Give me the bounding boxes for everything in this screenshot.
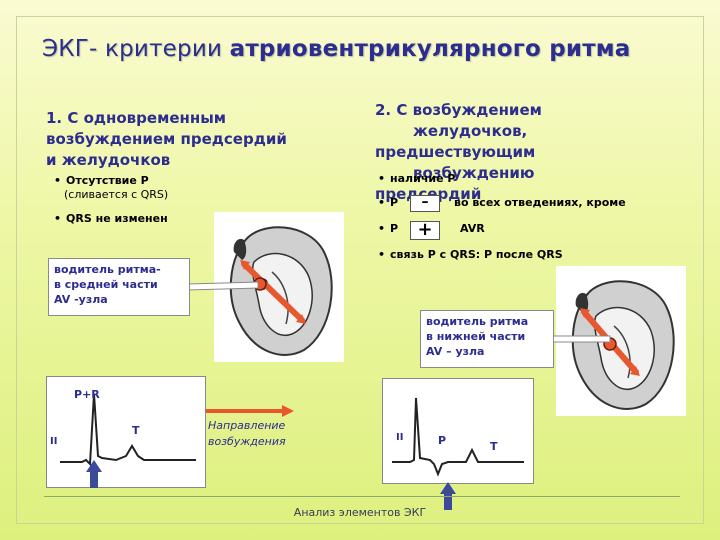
direction-arrow: [206, 405, 294, 417]
bullet-text: наличие P: [390, 172, 456, 185]
bullet-3-tail: AVR: [460, 222, 485, 235]
left-heading: 1. С одновременным возбуждением предсерд…: [46, 108, 346, 171]
ecg-label-t: T: [132, 424, 140, 437]
pointer-line-left: [187, 281, 259, 291]
bullet-text: связь P с QRS: P после QRS: [390, 248, 563, 261]
minus-sign-box: –: [410, 195, 440, 212]
ecg-pointer-left: [86, 460, 102, 488]
pacemaker-line: в нижней части: [426, 330, 526, 343]
right-heading: 2. С возбуждением желудочков, предшеству…: [375, 100, 575, 205]
left-heading-line: возбуждением предсердий: [46, 130, 287, 148]
pacemaker-line: водитель ритма-: [54, 263, 161, 276]
right-heading-line: желудочков,: [413, 122, 528, 140]
bullet-subtext: (сливается с QRS): [64, 188, 169, 201]
left-bullet-2: • QRS не изменен: [54, 212, 168, 225]
right-bullet-4: • связь P с QRS: P после QRS: [378, 248, 563, 261]
right-heading-line: возбуждению: [413, 164, 535, 182]
bullet-dot: •: [378, 222, 386, 235]
slide-footer: Анализ элементов ЭКГ: [293, 506, 427, 519]
slide-title: ЭКГ- критерии атриовентрикулярного ритма: [42, 36, 630, 62]
right-bullet-2: •P: [378, 196, 398, 209]
ecg-trace-left: [60, 393, 196, 467]
bullet-text: QRS не изменен: [66, 212, 168, 225]
pacemaker-line: AV -узла: [54, 293, 108, 306]
ecg-lead-label: II: [50, 436, 58, 447]
direction-line: возбуждения: [208, 435, 286, 448]
direction-label: Направление возбуждения: [208, 418, 286, 450]
right-heading-line: предсердий: [375, 185, 482, 203]
left-bullet-1: • Отсутствие P (сливается с QRS): [54, 174, 168, 201]
ecg-strip-left: [46, 376, 206, 488]
plus-sign-box: +: [410, 221, 440, 240]
pacemaker-box-right: водитель ритма в нижней части AV – узла: [420, 310, 554, 368]
pacemaker-line: в средней части: [54, 278, 158, 291]
pacemaker-box-left: водитель ритма- в средней части AV -узла: [48, 258, 190, 316]
bullet-text: P: [390, 196, 399, 209]
footer-divider: [44, 496, 680, 497]
ecg-label-t: T: [490, 440, 498, 453]
right-heading-line: предшествующим: [375, 143, 536, 161]
pacemaker-line: водитель ритма: [426, 315, 529, 328]
right-heading-line: 2. С возбуждением: [375, 101, 542, 119]
slide-frame: [16, 16, 704, 524]
ecg-label-pr: P+R: [74, 388, 100, 401]
bullet-2-tail: во всех отведениях, кроме: [454, 196, 626, 209]
title-prefix: ЭКГ- критерии: [42, 36, 230, 62]
heart-diagram-left: [214, 212, 344, 362]
ecg-lead-label: II: [396, 432, 404, 443]
ecg-label-p: P: [438, 434, 447, 447]
ecg-strip-right: [382, 378, 534, 484]
heart-diagram-right: [556, 266, 686, 416]
left-heading-line: и желудочков: [46, 151, 171, 169]
left-heading-line: 1. С одновременным: [46, 109, 227, 127]
pacemaker-line: AV – узла: [426, 345, 485, 358]
ecg-trace-right: [392, 397, 524, 477]
title-bold: атриовентрикулярного ритма: [229, 36, 631, 62]
bullet-text: Отсутствие P: [66, 174, 149, 187]
bullet-dot: •: [378, 196, 386, 209]
direction-line: Направление: [208, 419, 286, 432]
right-bullet-3: •P: [378, 222, 398, 235]
pointer-line-right: [549, 335, 611, 343]
right-bullet-1: • наличие P: [378, 172, 455, 185]
bullet-dot: •: [378, 172, 386, 185]
bullet-dot: •: [378, 248, 386, 261]
bullet-dot: •: [54, 174, 62, 187]
bullet-text: P: [390, 222, 399, 235]
bullet-dot: •: [54, 212, 62, 225]
